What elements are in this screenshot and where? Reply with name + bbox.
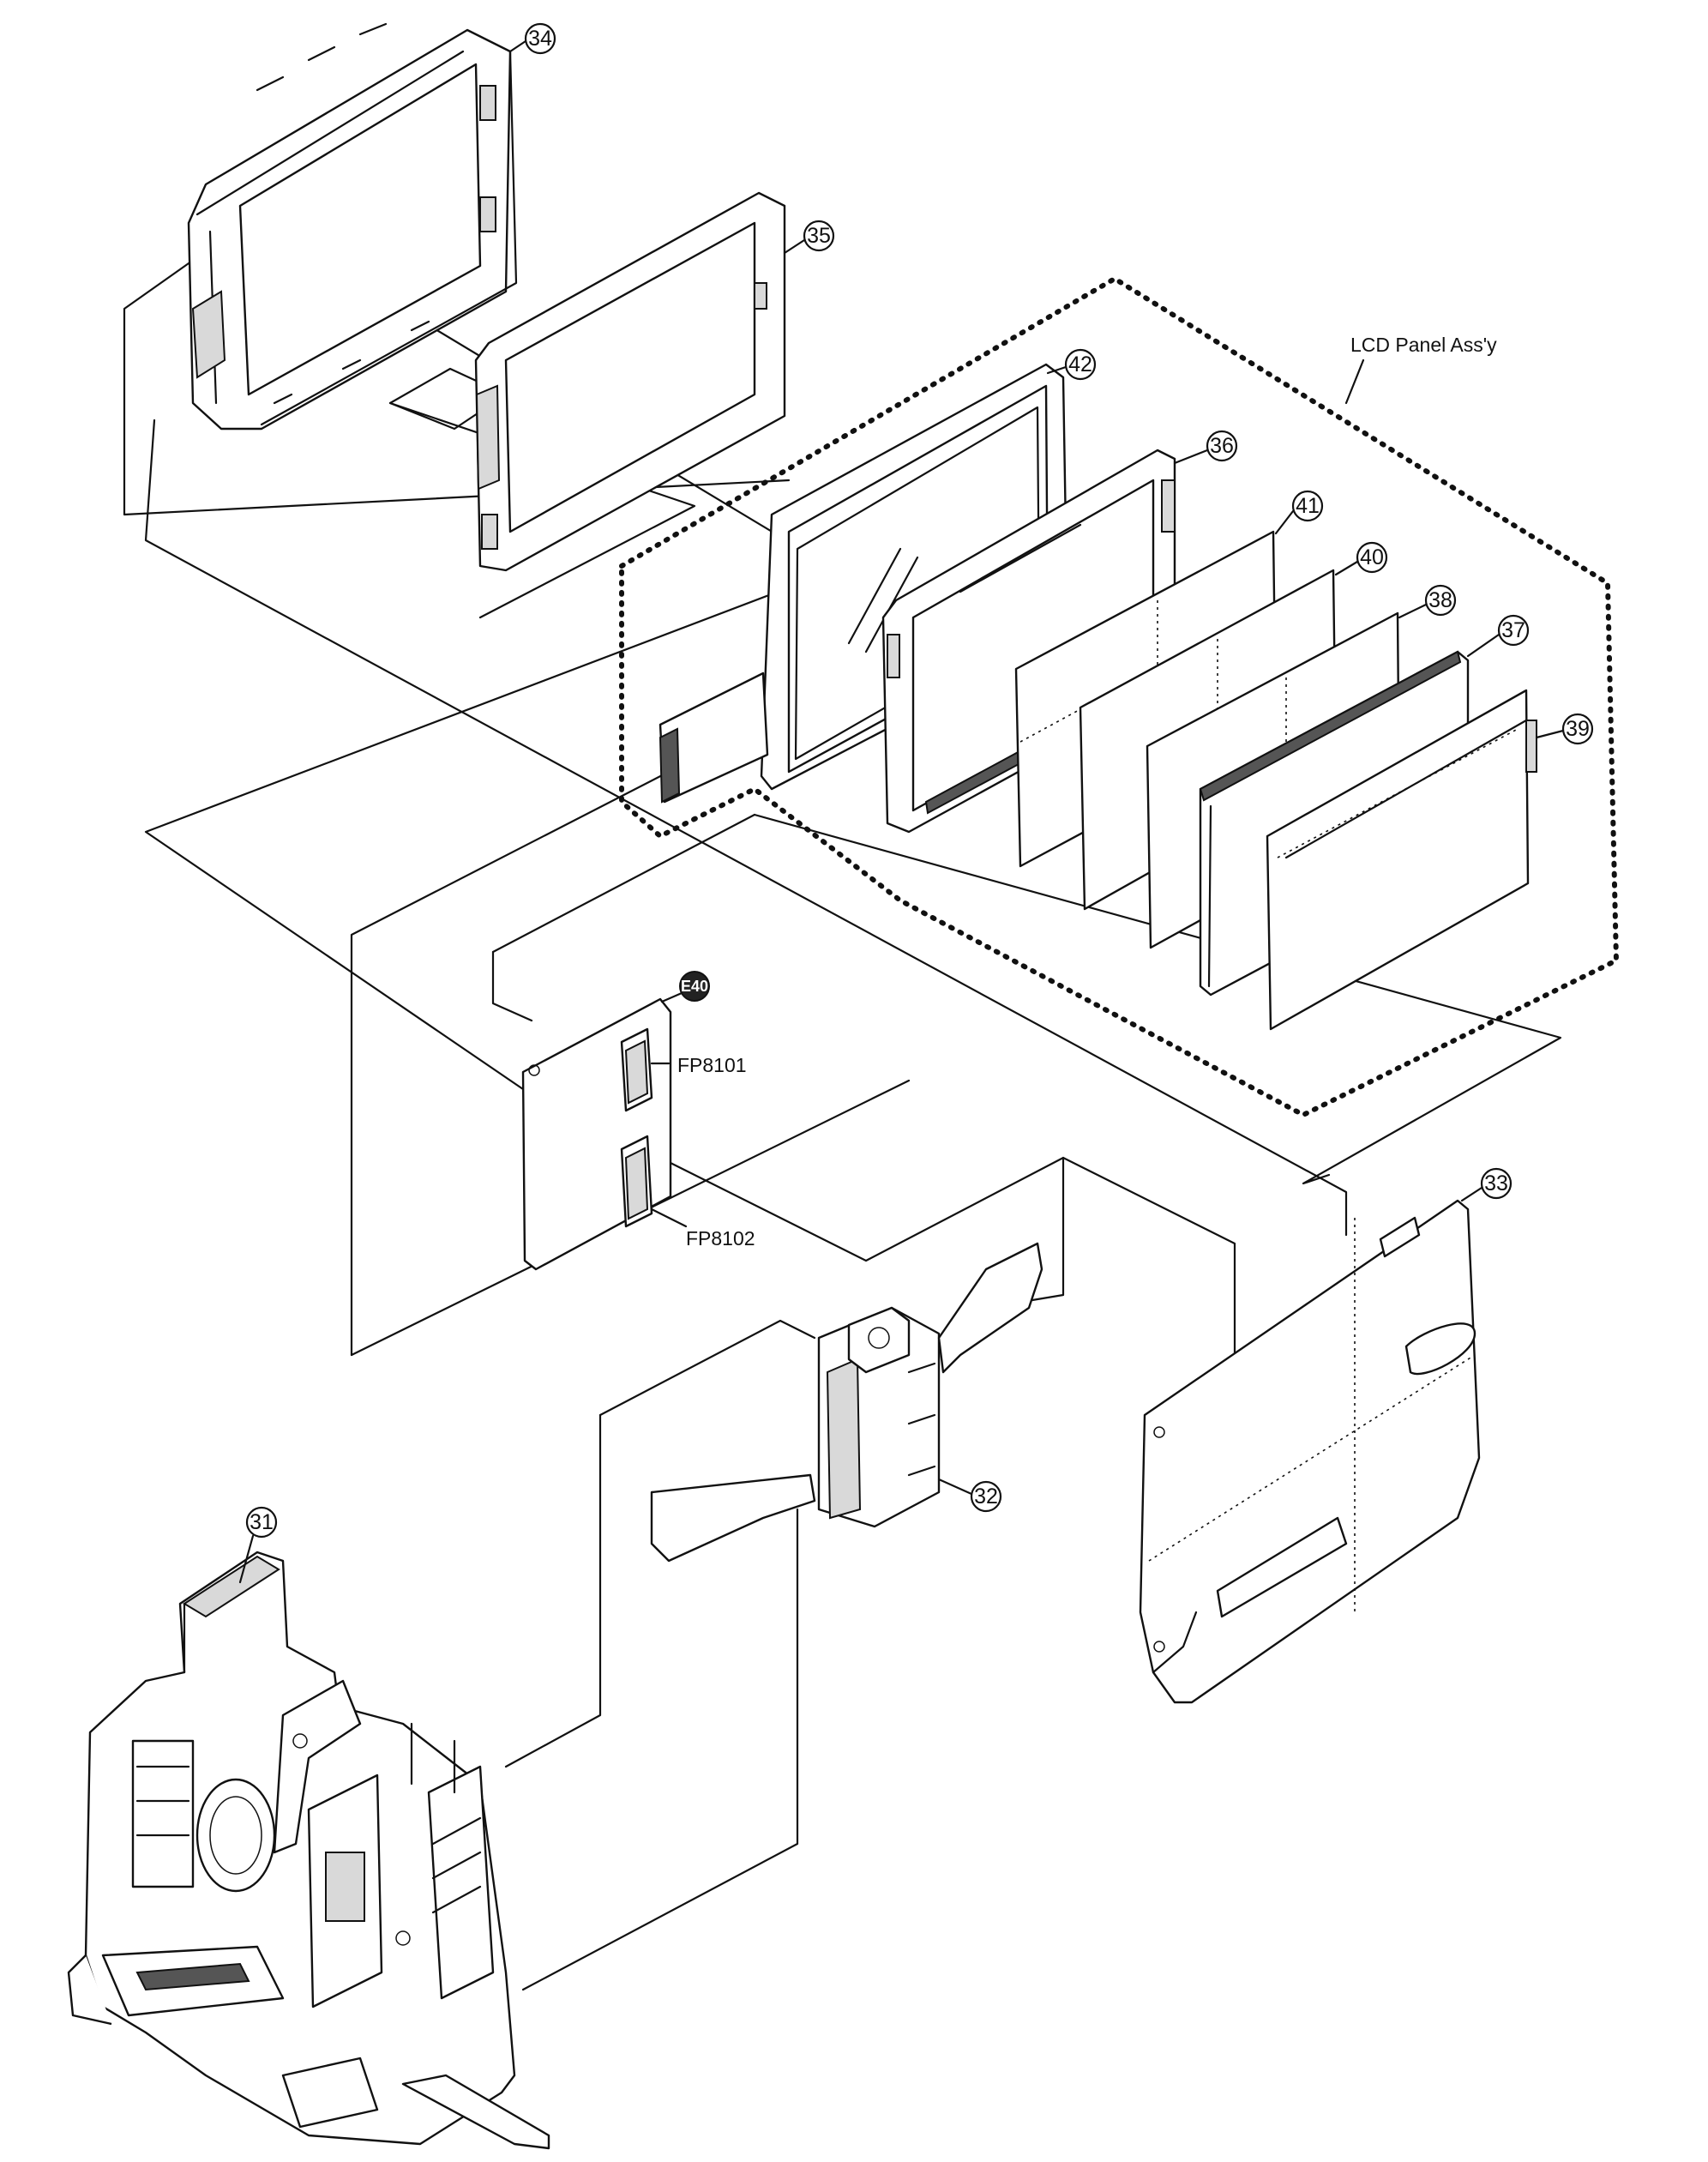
svg-text:34: 34	[528, 27, 552, 51]
svg-text:38: 38	[1428, 588, 1452, 612]
callout-42: 42	[1064, 348, 1097, 381]
callout-31: 31	[245, 1506, 278, 1539]
leader-line-42-to-pcb	[144, 573, 825, 1091]
cover-slot-bottom	[1216, 1516, 1348, 1618]
pcb-screw-hole	[528, 1064, 540, 1076]
leader-line-34-to-42	[123, 256, 791, 516]
svg-text:E40: E40	[681, 978, 708, 995]
svg-text:31: 31	[250, 1510, 274, 1534]
svg-text:36: 36	[1210, 434, 1234, 458]
chassis-speaker	[195, 1778, 276, 1893]
callout-40: 40	[1356, 541, 1388, 574]
callout-38: 38	[1424, 584, 1457, 617]
callout-41: 41	[1291, 490, 1324, 522]
svg-text:40: 40	[1360, 545, 1384, 569]
leader-line-pcb-left	[350, 770, 671, 1357]
callout-36: 36	[1206, 430, 1238, 462]
hinge-flex-cable-top	[937, 1242, 1043, 1374]
leader-line-32-to-31-a	[504, 1413, 602, 1768]
part-33-rear-cover	[1139, 1199, 1481, 1704]
callout-39: 39	[1561, 713, 1594, 745]
hinge-flex-cable-bottom	[650, 1473, 816, 1563]
part-39-backlight	[1266, 689, 1537, 1031]
cover-slot-top	[1379, 1216, 1421, 1258]
label-fp8101: FP8101	[677, 1054, 747, 1076]
cover-oval-window	[1404, 1322, 1476, 1375]
part-e40-pcb	[521, 997, 688, 1271]
part-32-hinge	[650, 1242, 1043, 1563]
svg-text:33: 33	[1484, 1171, 1508, 1195]
leader-line-pcb-top	[491, 950, 533, 1022]
svg-text:42: 42	[1068, 352, 1092, 376]
part-31-main-chassis	[67, 1551, 550, 2150]
lcd-panel-assy-boundary	[619, 275, 1620, 1118]
svg-text:41: 41	[1296, 494, 1320, 518]
leader-line-34-to-33	[144, 419, 1348, 1237]
svg-text:32: 32	[974, 1484, 998, 1509]
callout-e40: E40	[679, 971, 710, 1002]
callout-34: 34	[524, 22, 556, 55]
svg-text:35: 35	[807, 224, 831, 248]
chassis-flex-cable	[401, 2074, 550, 2150]
callout-35: 35	[803, 220, 835, 252]
label-fp8102: FP8102	[686, 1227, 755, 1250]
callout-33: 33	[1480, 1167, 1513, 1200]
part-35-frame	[474, 191, 786, 572]
part-34-bezel-frame	[187, 22, 518, 431]
callout-37: 37	[1497, 614, 1530, 647]
leader-line-32-to-31-b	[521, 1508, 799, 1991]
label-lcd-panel-assy: LCD Panel Ass'y	[1350, 334, 1497, 356]
callout-32: 32	[970, 1480, 1002, 1513]
svg-text:39: 39	[1566, 717, 1590, 741]
leader-line-32-top	[598, 1319, 816, 1417]
leader-line-pcb-connector	[491, 813, 756, 954]
svg-text:37: 37	[1501, 618, 1525, 642]
